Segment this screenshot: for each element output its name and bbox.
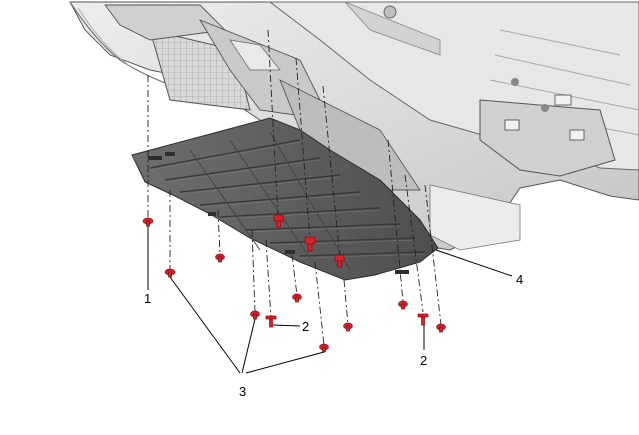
clip-fastener [215, 253, 225, 263]
leader-3a [169, 276, 241, 374]
clip-fastener [164, 268, 176, 278]
axis-line [322, 85, 341, 259]
axis-line [291, 254, 298, 296]
engine-under-cover [131, 117, 439, 281]
clip-fastener [250, 310, 260, 320]
axis-line [265, 239, 272, 319]
clip-fastener [436, 323, 446, 333]
leader-3b [241, 318, 256, 374]
axis-line [251, 229, 256, 313]
axis-line [343, 279, 349, 326]
bolt-fastener [334, 254, 345, 268]
leader-4 [435, 249, 513, 277]
callout-1: 1 [144, 291, 151, 306]
leader-2a [272, 324, 301, 327]
callout-2-left: 2 [302, 319, 309, 334]
clip-fastener [398, 300, 408, 310]
axis-line [424, 184, 442, 326]
axis-line [314, 261, 325, 346]
clip-fastener [343, 322, 353, 332]
vehicle-body [69, 1, 639, 251]
axis-line [404, 174, 424, 313]
axis-line [267, 29, 279, 219]
clip-fastener [292, 293, 302, 303]
callout-2-right: 2 [420, 353, 427, 368]
callout-leaders [147, 226, 513, 374]
axis-line [295, 57, 311, 241]
fastener-axis-lines [147, 29, 442, 346]
bolt-fastener [273, 214, 284, 228]
leader-3c [245, 351, 325, 374]
callout-3: 3 [239, 384, 246, 399]
clip-fastener [319, 343, 329, 353]
fasteners [142, 214, 446, 353]
axis-line [387, 139, 404, 303]
bolt-fastener [304, 236, 316, 252]
push-clip-fastener [417, 313, 429, 326]
clip-fastener [142, 217, 154, 227]
callout-4: 4 [516, 272, 523, 287]
push-clip-fastener [265, 315, 277, 328]
